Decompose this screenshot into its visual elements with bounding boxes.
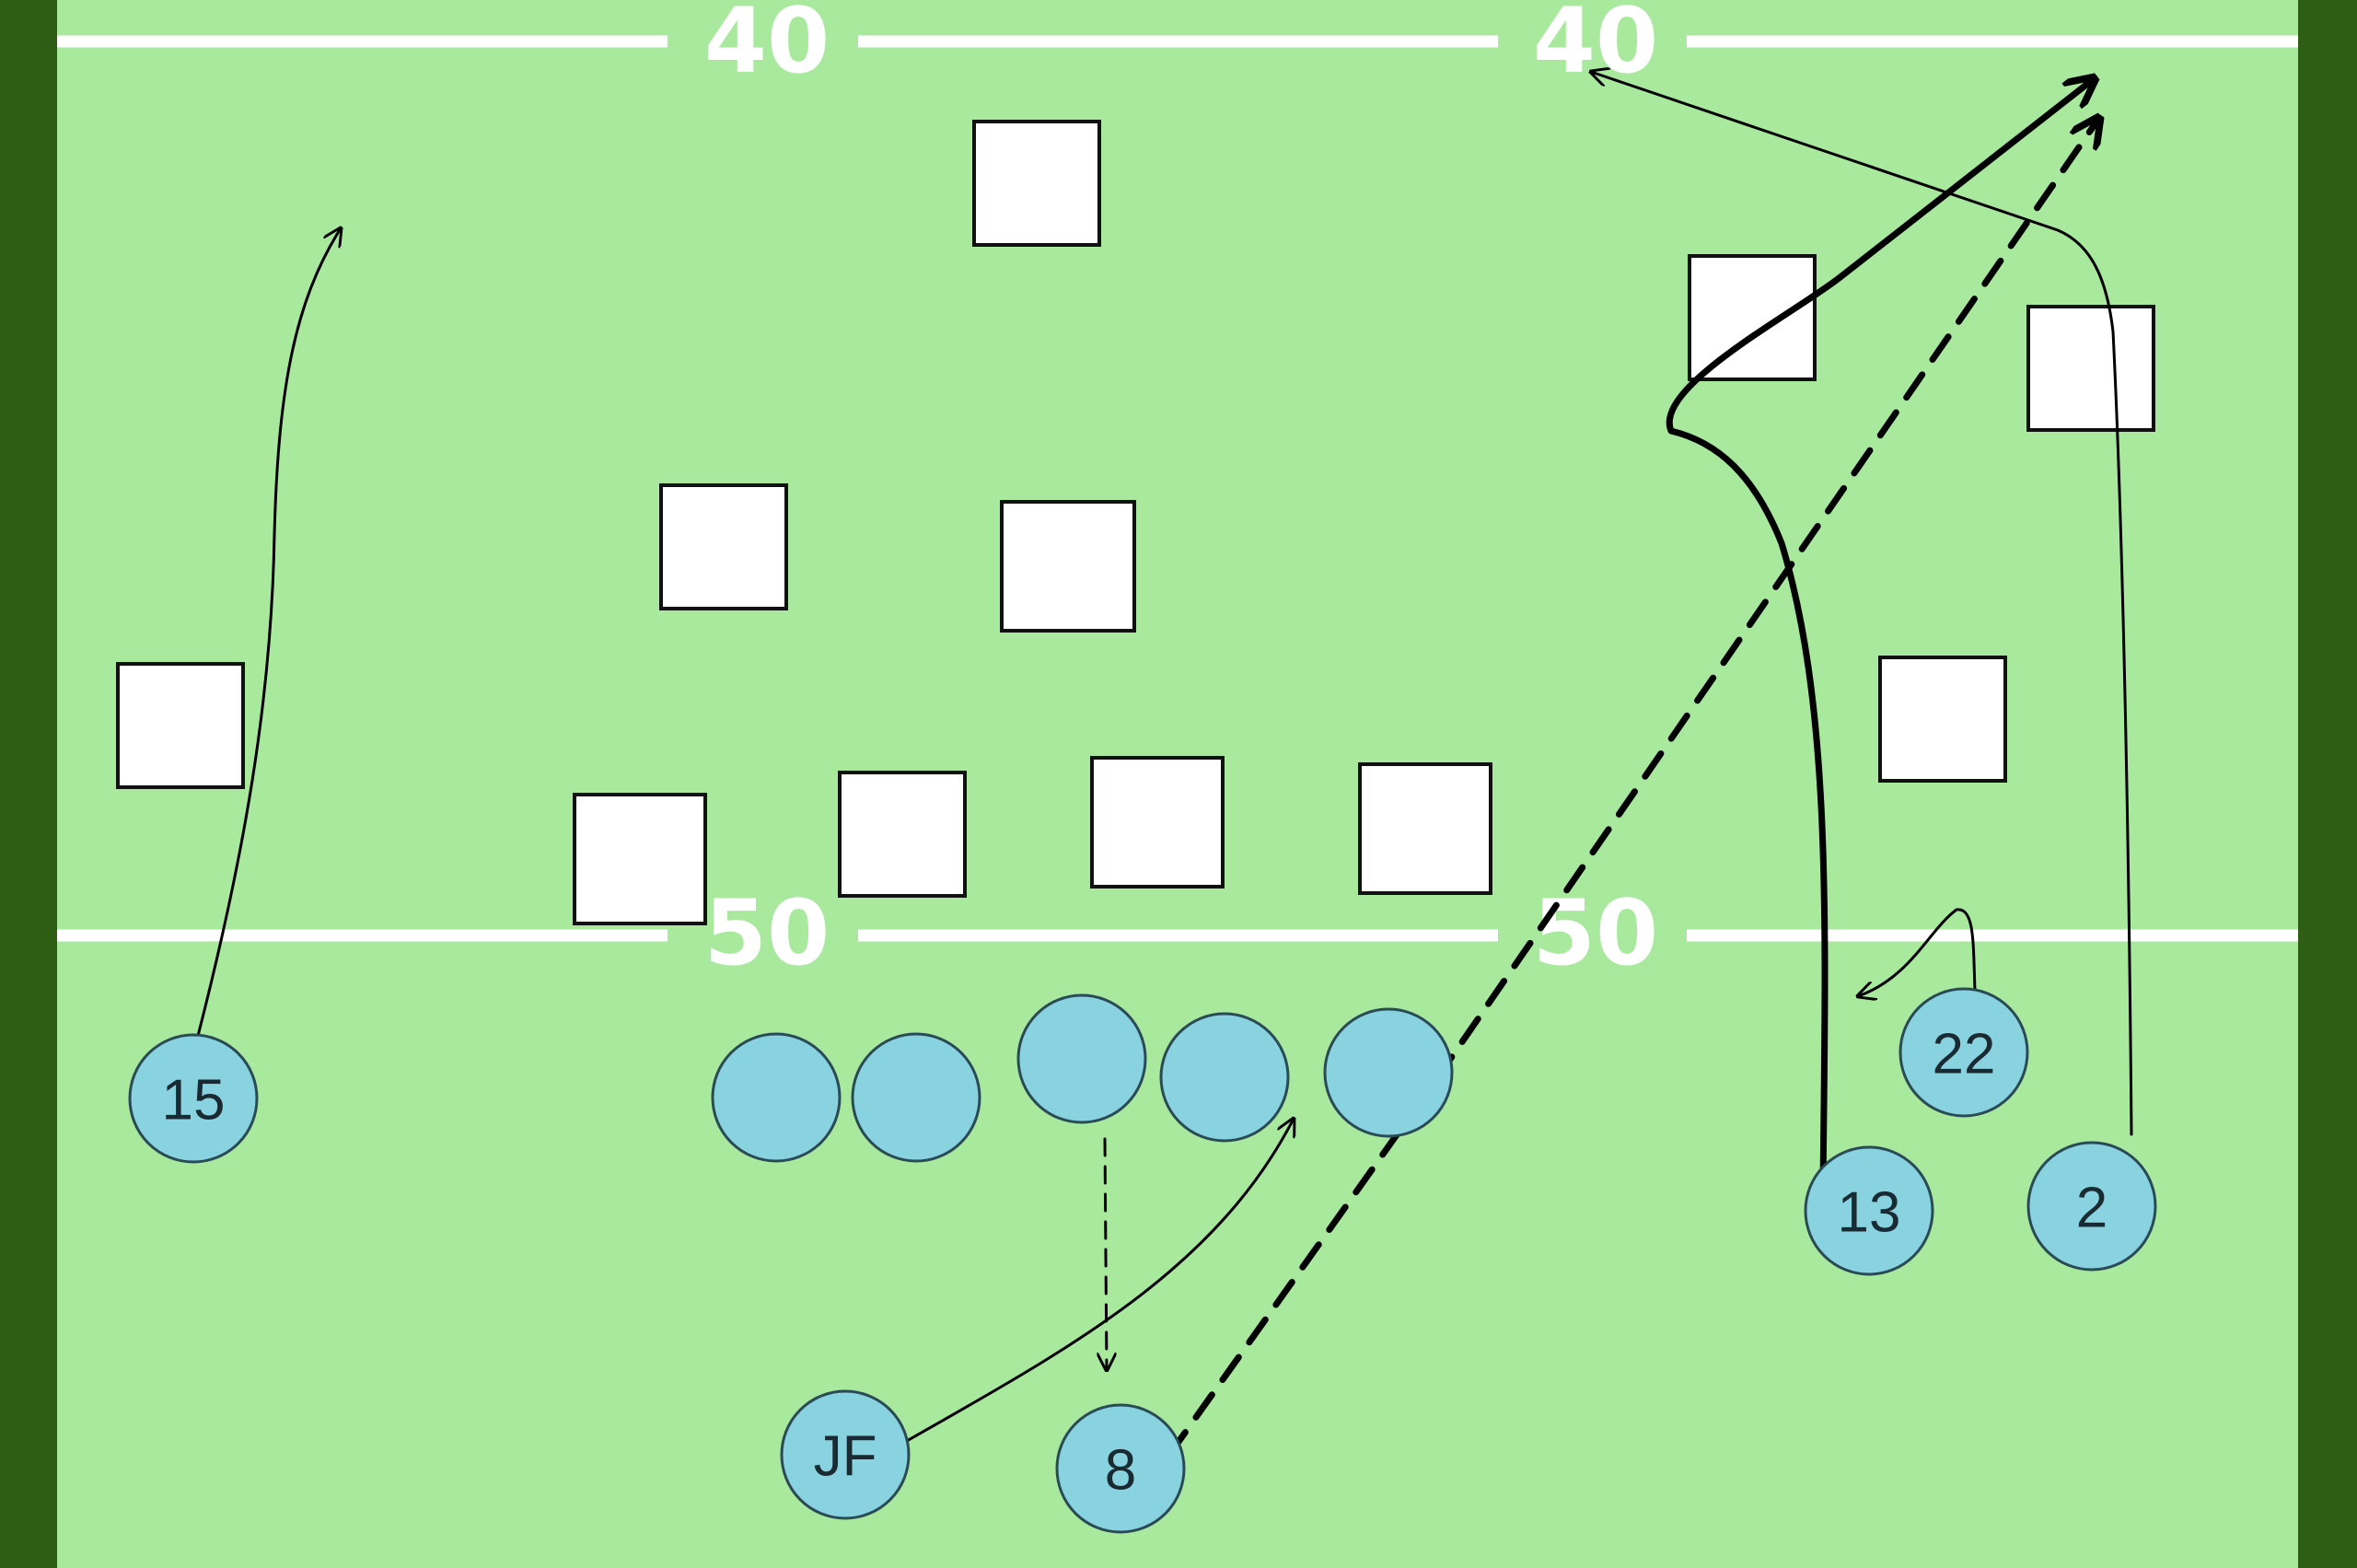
player-22-circle — [1898, 987, 2029, 1118]
defender-square — [116, 662, 245, 789]
player-2: 2 — [2026, 1141, 2157, 1272]
player-15-circle — [128, 1033, 259, 1164]
defender-square — [573, 793, 707, 925]
defender-square — [2026, 305, 2155, 432]
player-15-label: 15 — [162, 1069, 226, 1132]
route-13-post — [1666, 78, 2095, 1191]
yard-number-40-right: 40 — [1533, 0, 1658, 94]
player-jf-label: JF — [814, 1425, 877, 1489]
defender-square — [1000, 500, 1136, 633]
player-8: 8 — [1055, 1403, 1186, 1534]
defender-square — [1688, 254, 1817, 381]
offensive-line — [711, 993, 1454, 1163]
yard-number-50-left: 50 — [704, 881, 830, 986]
player-2-circle — [2026, 1141, 2157, 1272]
defender-square — [659, 483, 788, 610]
route-center-dashed — [1105, 1137, 1107, 1370]
player-8-label: 8 — [1105, 1439, 1136, 1503]
player-15: 15 — [128, 1033, 259, 1164]
player-jf-circle — [780, 1389, 911, 1520]
player-13-circle — [1804, 1145, 1934, 1276]
player-2-label: 2 — [2076, 1177, 2107, 1240]
player-8-circle — [1055, 1403, 1186, 1534]
route-15-streak — [196, 228, 341, 1038]
defender-square — [972, 120, 1101, 247]
yard-number-50-right: 50 — [1533, 881, 1658, 986]
player-jf: JF — [780, 1389, 911, 1520]
route-22-flare — [1858, 908, 1977, 996]
yard-number-40-left: 40 — [704, 0, 830, 94]
defender-square — [838, 771, 967, 898]
lineman-circle — [1159, 1012, 1290, 1143]
defender-square — [1090, 756, 1225, 889]
player-13: 13 — [1804, 1145, 1934, 1276]
defense — [116, 120, 2155, 925]
defender-square — [1358, 762, 1492, 895]
lineman-circle — [851, 1032, 981, 1163]
lineman-circle — [1323, 1007, 1454, 1138]
player-22-label: 22 — [1933, 1023, 1996, 1086]
route-jf — [905, 1119, 1294, 1443]
lineman-circle — [1016, 993, 1147, 1124]
player-13-label: 13 — [1838, 1181, 1901, 1245]
lineman-circle — [711, 1032, 842, 1163]
defender-square — [1878, 656, 2007, 783]
route-2-corner — [1591, 72, 2133, 1136]
player-22: 22 — [1898, 987, 2029, 1118]
